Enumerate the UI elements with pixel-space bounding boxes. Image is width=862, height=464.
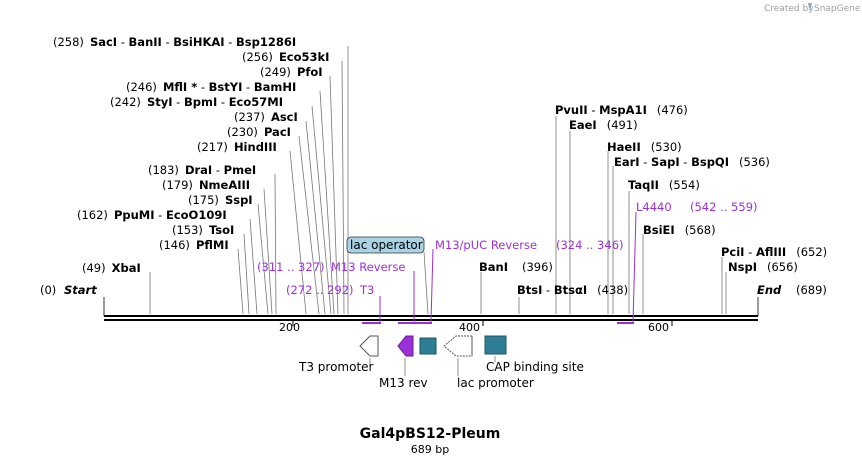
- lac-operator-box: [346, 236, 425, 254]
- map-title: Gal4pBS12-Pleum: [360, 426, 501, 442]
- ruler-label-400: 400: [459, 321, 480, 334]
- leader-styi: [311, 105, 332, 315]
- lac-promoter-arrow: [443, 335, 473, 357]
- primer-label-m13rev: M13 Reverse: [331, 260, 405, 274]
- ruler-label-600: 600: [648, 321, 669, 334]
- t3-promoter-arrow: [359, 335, 379, 357]
- lac-operator-glyph: [419, 337, 437, 355]
- site-label: BsiEI(568): [643, 223, 716, 237]
- start-label: Start: [64, 283, 97, 297]
- map-length: 689 bp: [411, 443, 449, 456]
- leader-eco53ki: [341, 60, 345, 315]
- site-label: (175)SspI: [188, 193, 253, 207]
- primer-range-t3: (272 .. 292): [286, 283, 354, 297]
- leader-pflmi: [237, 248, 244, 315]
- lac-operator-feature: lac operator: [346, 236, 429, 315]
- lac-promoter-label: lac promoter: [457, 376, 534, 390]
- site-label: TaqII(554): [628, 178, 700, 192]
- site-label: (230)PacI: [227, 125, 291, 139]
- primer-range-l4440: (542 .. 559): [690, 200, 758, 214]
- site-label: PvuII - MspA1I(476): [555, 103, 688, 117]
- start-pos: (0): [40, 283, 56, 297]
- lac-operator-leader: [423, 251, 429, 315]
- cap-binding-site-glyph: [484, 335, 507, 355]
- site-label: (258)SacI - BanII - BsiHKAI - Bsp1286I: [53, 35, 296, 49]
- site-label: NspI(656): [728, 260, 798, 274]
- primers: M13/pUC Reverse (324 .. 346) (311 .. 327…: [257, 200, 758, 324]
- site-label: (49)XbaI: [82, 261, 141, 275]
- ruler: 200 400 600: [279, 321, 673, 334]
- site-label: (246)MflI * - BstYI - BamHI: [126, 80, 296, 94]
- site-label: (183)DraI - PmeI: [148, 163, 256, 177]
- site-label: BtsI - BtsαI(438): [517, 283, 628, 297]
- features: T3 promoter M13 rev lac promoter CAP bin…: [298, 335, 584, 390]
- primer-leader-m13puc: [430, 248, 434, 323]
- site-label: (237)AscI: [234, 110, 298, 124]
- site-label: (162)PpuMI - EcoO109I: [77, 208, 227, 222]
- m13-rev-label: M13 rev: [379, 376, 428, 390]
- leader-pfoi: [329, 75, 339, 315]
- leader-asci: [305, 120, 326, 315]
- end-pos: (689): [796, 283, 827, 297]
- created-by-text: Created by: [764, 4, 814, 14]
- primer-label-m13puc: M13/pUC Reverse: [435, 238, 537, 252]
- site-label: BanI(396): [479, 260, 553, 274]
- site-label: (256)Eco53kI: [242, 50, 329, 64]
- lac-operator-label: lac operator: [350, 238, 423, 252]
- t3-promoter-label: T3 promoter: [298, 360, 374, 374]
- leader-nmeaiii: [263, 188, 273, 315]
- cap-binding-site-label: CAP binding site: [486, 360, 584, 374]
- start-marker: (0) Start: [40, 283, 105, 316]
- primer-range-m13rev: (311 .. 327): [257, 260, 325, 274]
- leader-drai: [274, 173, 277, 315]
- leader-hindiii: [289, 150, 307, 315]
- leader-mfli: [319, 90, 335, 315]
- site-label: (146)PflMI: [159, 238, 229, 252]
- leader-ppumi: [249, 218, 258, 315]
- primer-label-l4440: L4440: [636, 200, 672, 214]
- site-label: (217)HindIII: [197, 140, 277, 154]
- site-label: (242)StyI - BpmI - Eco57MI: [110, 95, 283, 109]
- primer-leader-l4440: [632, 211, 637, 323]
- site-label: (249)PfoI: [260, 65, 323, 79]
- site-label: EarI - SapI - BspQI(536): [614, 155, 770, 169]
- site-labels-right: PvuII - MspA1I(476) EaeI(491) HaeII(530)…: [479, 103, 827, 297]
- primer-range-m13puc: (324 .. 346): [556, 238, 624, 252]
- credit: Created by SnapGene: [764, 3, 861, 14]
- site-label: (179)NmeAIII: [162, 178, 250, 192]
- leader-sspi: [257, 203, 269, 315]
- end-label: End: [757, 283, 782, 297]
- ruler-label-200: 200: [279, 321, 300, 334]
- site-label: (153)TsoI: [172, 223, 234, 237]
- leader-paci: [298, 135, 320, 315]
- site-label: PciI - AflIII(652): [721, 245, 827, 259]
- leader-tsoi: [243, 233, 250, 315]
- site-label: HaeII(530): [607, 140, 682, 154]
- site-label: EaeI(491): [569, 118, 638, 132]
- end-marker: End (689): [757, 283, 827, 316]
- m13-rev-arrow: [397, 335, 414, 357]
- snapgene-logo-icon: [808, 3, 812, 11]
- site-leaders: [149, 46, 727, 315]
- site-labels-left: (258)SacI - BanII - BsiHKAI - Bsp1286I (…: [53, 35, 329, 275]
- snapgene-brand: SnapGene: [814, 4, 861, 14]
- primer-label-t3: T3: [359, 283, 374, 297]
